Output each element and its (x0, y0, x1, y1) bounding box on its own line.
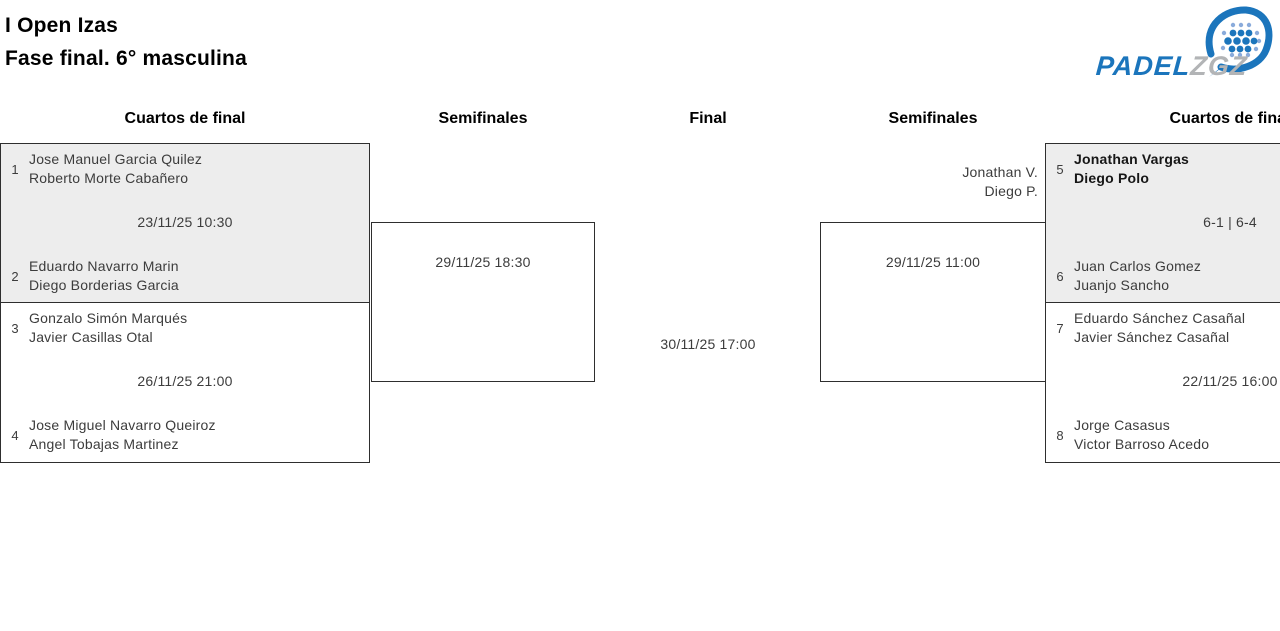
match-quarterfinal-1[interactable]: 1 Jose Manuel Garcia Quilez Roberto Mort… (0, 143, 370, 303)
logo-text-zgz: ZGZ (1189, 51, 1249, 81)
seed-number: 8 (1056, 427, 1064, 443)
match-score: 6-1 | 6-4 (1203, 214, 1257, 230)
page-title: I Open Izas Fase final. 6° masculina (5, 9, 247, 75)
match-quarterfinal-3[interactable]: 5 Jonathan Vargas Diego Polo 6-1 | 6-4 6… (1045, 143, 1280, 303)
advancing-player-name: Jonathan V. (962, 164, 1038, 180)
match-datetime: 23/11/25 10:30 (137, 214, 233, 230)
final-match-datetime: 30/11/25 17:00 (660, 336, 756, 352)
seed-number: 2 (11, 268, 19, 284)
player-name: Juan Carlos Gomez (1074, 258, 1202, 274)
seed-number: 4 (11, 427, 19, 443)
player-name: Diego Borderias Garcia (29, 277, 179, 293)
padelzgz-logo[interactable]: PADELZGZ (1095, 4, 1280, 90)
player-name: Gonzalo Simón Marqués (29, 310, 188, 326)
seed-number: 7 (1056, 320, 1064, 336)
player-name: Javier Casillas Otal (29, 329, 153, 345)
player-name: Javier Sánchez Casañal (1074, 329, 1230, 345)
match-datetime: 29/11/25 18:30 (435, 254, 531, 270)
player-name: Victor Barroso Acedo (1074, 436, 1210, 452)
advancing-team-label: Jonathan V. Diego P. (820, 163, 1038, 201)
match-quarterfinal-2[interactable]: 3 Gonzalo Simón Marqués Javier Casillas … (0, 302, 370, 463)
team-slot: 8 Jorge Casasus Victor Barroso Acedo (1046, 416, 1280, 454)
seed-number: 6 (1056, 268, 1064, 284)
team-slot: 2 Eduardo Navarro Marin Diego Borderias … (1, 257, 369, 295)
advancing-player-name: Diego P. (984, 183, 1038, 199)
player-name: Angel Tobajas Martinez (29, 436, 179, 452)
team-slot: 3 Gonzalo Simón Marqués Javier Casillas … (1, 309, 369, 347)
player-name: Jonathan Vargas (1074, 151, 1190, 167)
team-slot: 7 Eduardo Sánchez Casañal Javier Sánchez… (1046, 309, 1280, 347)
logo-wordmark: PADELZGZ (1095, 51, 1249, 82)
player-name: Diego Polo (1074, 170, 1150, 186)
player-name: Roberto Morte Cabañero (29, 170, 189, 186)
team-slot: 4 Jose Miguel Navarro Queiroz Angel Toba… (1, 416, 369, 454)
player-name: Jose Manuel Garcia Quilez (29, 151, 203, 167)
match-datetime: 29/11/25 11:00 (885, 254, 981, 270)
phase-category: Fase final. 6° masculina (5, 47, 247, 70)
player-name: Jose Miguel Navarro Queiroz (29, 417, 216, 433)
player-name: Jorge Casasus (1074, 417, 1170, 433)
match-datetime: 26/11/25 21:00 (137, 373, 233, 389)
match-semifinal-right[interactable]: 29/11/25 11:00 (820, 222, 1046, 382)
round-header-quarterfinals-left: Cuartos de final (124, 110, 246, 127)
team-slot: 5 Jonathan Vargas Diego Polo (1046, 150, 1280, 188)
round-header-semifinals-right: Semifinales (888, 110, 978, 127)
team-slot: 1 Jose Manuel Garcia Quilez Roberto Mort… (1, 150, 369, 188)
tournament-name: I Open Izas (5, 14, 119, 37)
seed-number: 1 (11, 161, 19, 177)
player-name: Eduardo Sánchez Casañal (1074, 310, 1246, 326)
match-quarterfinal-4[interactable]: 7 Eduardo Sánchez Casañal Javier Sánchez… (1045, 302, 1280, 463)
match-datetime: 22/11/25 16:00 (1182, 373, 1278, 389)
round-header-quarterfinals-right: Cuartos de final (1169, 110, 1280, 127)
round-header-final: Final (689, 110, 727, 127)
seed-number: 3 (11, 320, 19, 336)
round-header-semifinals-left: Semifinales (438, 110, 528, 127)
logo-text-padel: PADEL (1094, 51, 1192, 81)
seed-number: 5 (1056, 161, 1064, 177)
team-slot: 6 Juan Carlos Gomez Juanjo Sancho (1046, 257, 1280, 295)
match-semifinal-left[interactable]: 29/11/25 18:30 (371, 222, 595, 382)
player-name: Juanjo Sancho (1074, 277, 1170, 293)
padel-racket-icon (1205, 6, 1273, 77)
player-name: Eduardo Navarro Marin (29, 258, 179, 274)
